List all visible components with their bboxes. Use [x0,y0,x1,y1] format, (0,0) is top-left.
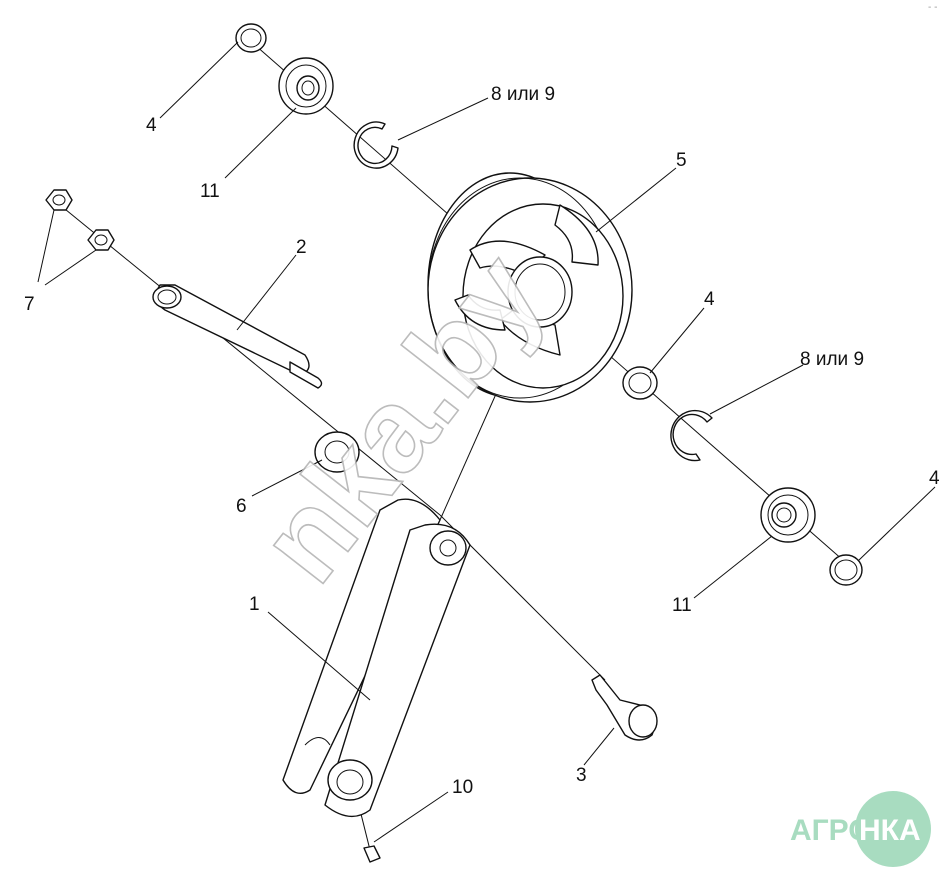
logo-text-right: НКА [859,814,921,847]
part-4-washer-bottom [829,554,863,586]
part-10-grease-nipple [363,845,381,863]
logo-text-left: АГРО [790,814,872,847]
part-11-bearing-top [278,57,334,115]
leader-lines [37,41,936,843]
part-5-pulley [427,172,633,403]
corner-mark: - - [928,2,937,13]
part-3-pin [591,674,658,741]
label-part-7: 7 [24,294,35,315]
label-part-8-9-middle: 8 или 9 [800,349,864,370]
part-8-9-snap-ring-middle [670,409,713,462]
part-4-washer-top [235,23,267,53]
part-4-washer-middle [622,366,658,400]
label-part-3: 3 [576,765,587,786]
label-part-1: 1 [249,594,260,615]
label-part-11-top: 11 [200,181,220,202]
label-part-5: 5 [676,150,687,171]
label-part-4-middle: 4 [704,289,715,310]
part-11-bearing-bottom [760,487,816,543]
part-1-lever [282,498,471,818]
label-part-10: 10 [452,777,473,798]
part-7-nut-2 [87,229,115,251]
label-part-4-top: 4 [146,115,157,136]
label-part-4-bottom: 4 [929,468,940,489]
label-part-2: 2 [296,237,307,258]
part-2-link-rod [152,284,323,389]
part-7-nut-1 [45,189,73,211]
label-part-11-bottom: 11 [672,595,692,616]
logo-circle [855,791,931,867]
callout-labels: 4 11 8 или 9 5 2 7 4 8 или 9 6 4 11 1 3 … [24,84,940,798]
label-part-8-9-top: 8 или 9 [491,84,555,105]
agronka-logo: АГРО НКА [790,791,931,867]
part-8-9-snap-ring-top [353,121,399,169]
label-part-6: 6 [236,496,247,517]
part-6-washer [314,431,360,473]
